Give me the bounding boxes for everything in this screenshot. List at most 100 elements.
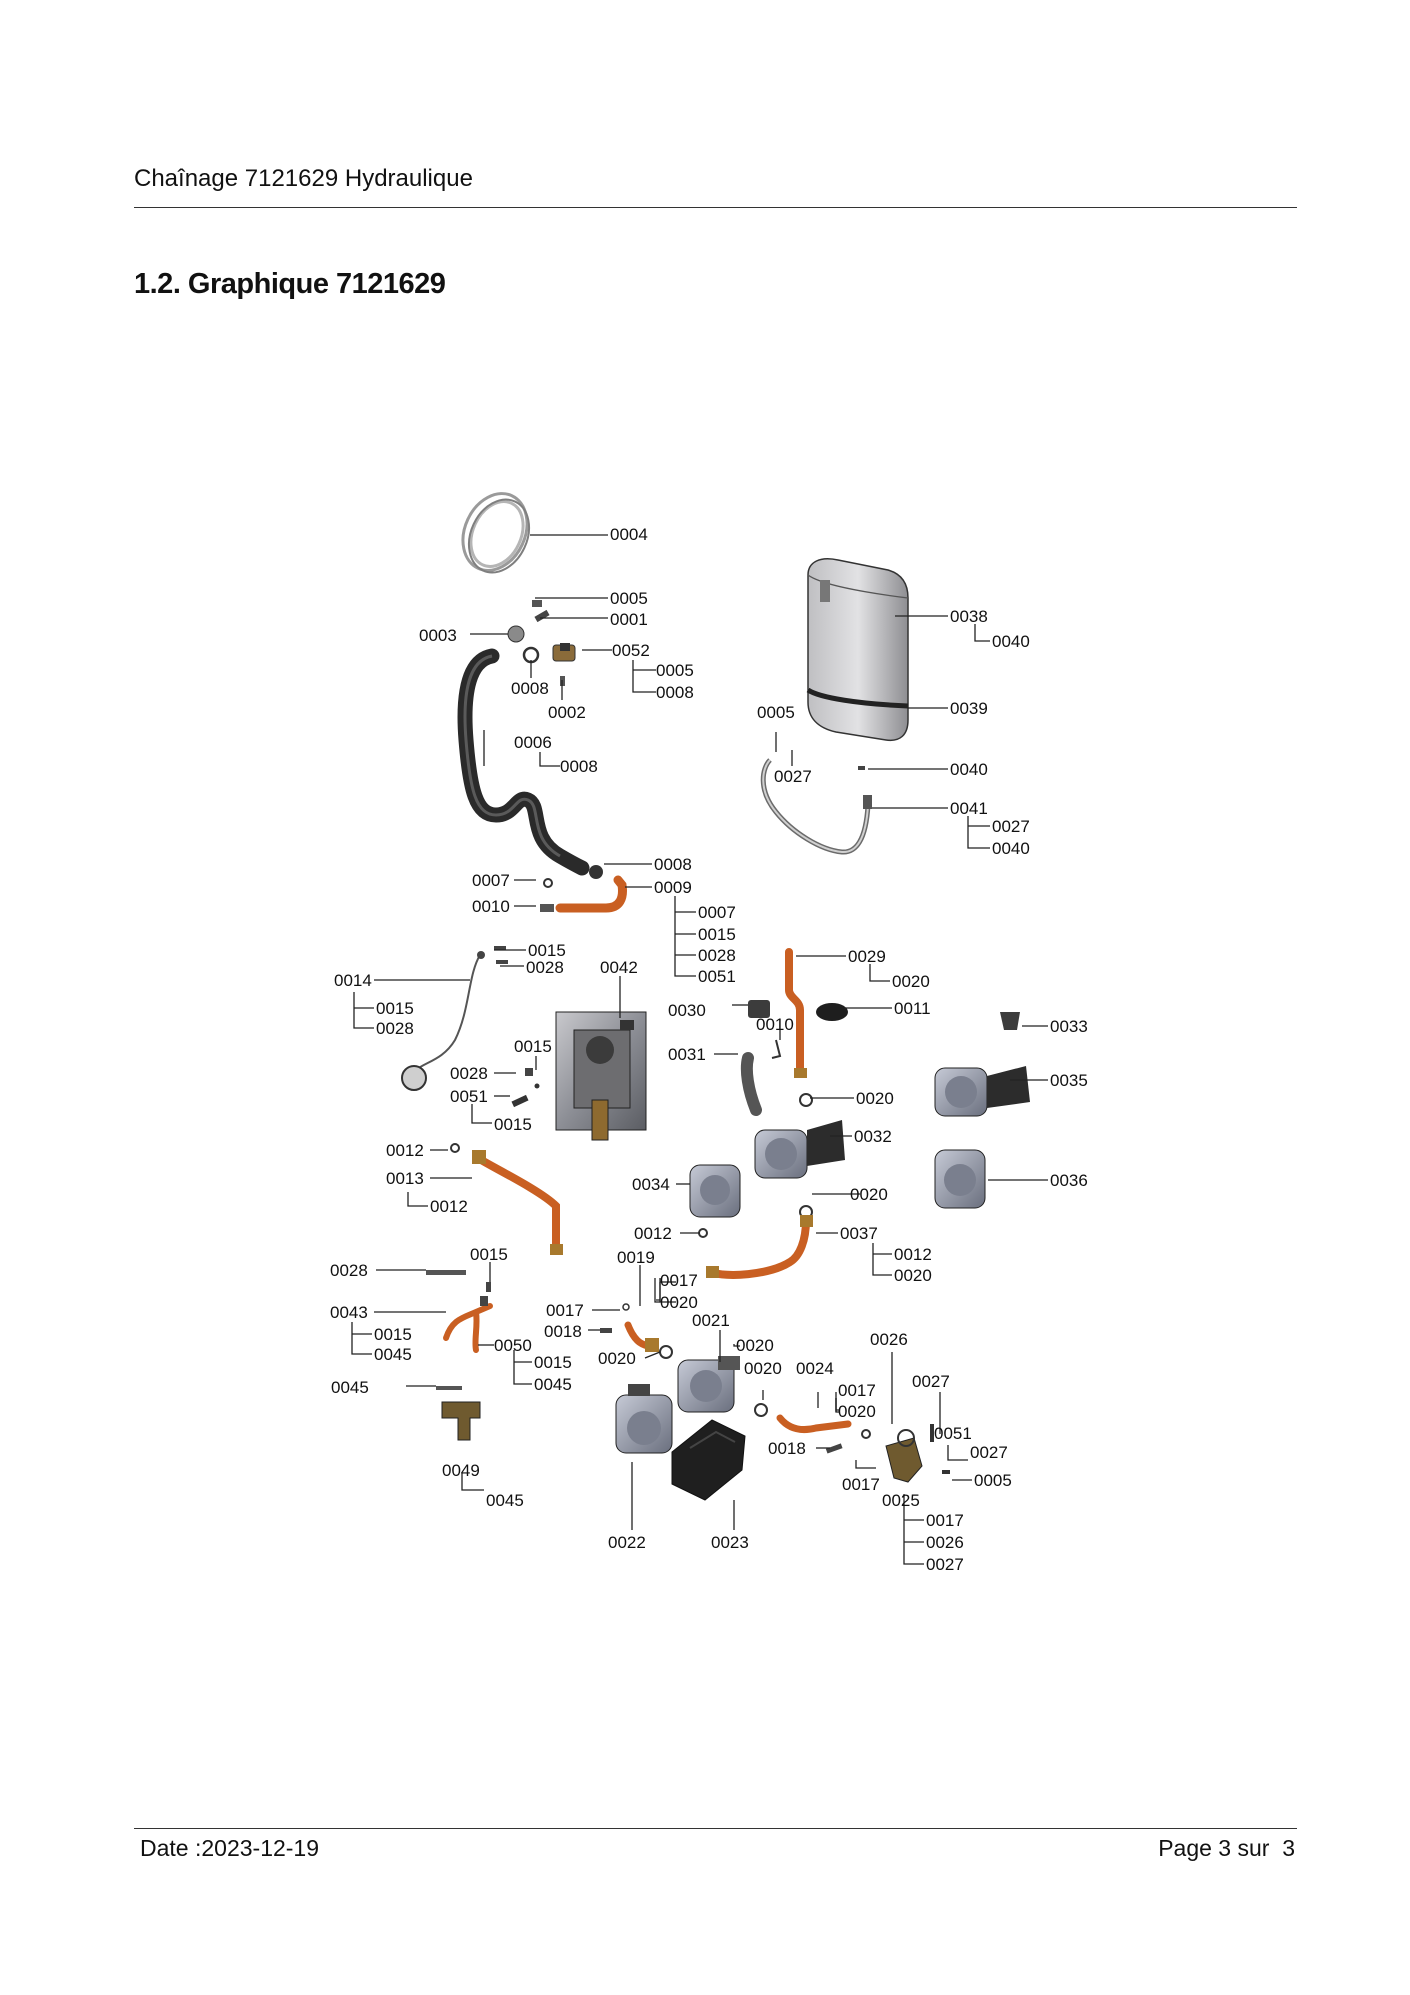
callout-label: 0035 [1050, 1071, 1088, 1090]
callout-label: 0031 [668, 1045, 706, 1064]
callout-label: 0012 [430, 1197, 468, 1216]
callout-label: 0003 [419, 626, 457, 645]
callout-labels: 0004 0005 0001 0003 0052 0005 0008 0008 … [330, 525, 1088, 1574]
callout-label: 0008 [560, 757, 598, 776]
callout-label: 0050 [494, 1336, 532, 1355]
callout-label: 0028 [450, 1064, 488, 1083]
callout-label: 0015 [376, 999, 414, 1018]
callout-label: 0020 [838, 1402, 876, 1421]
callout-label: 0028 [526, 958, 564, 977]
callout-label: 0017 [926, 1511, 964, 1530]
callout-label: 0018 [544, 1322, 582, 1341]
callout-label: 0045 [486, 1491, 524, 1510]
callout-label: 0015 [514, 1037, 552, 1056]
callout-label: 0045 [374, 1345, 412, 1364]
part-0023-insulation-shell [671, 1419, 746, 1501]
callout-label: 0008 [656, 683, 694, 702]
callout-label: 0043 [330, 1303, 368, 1322]
callout-label: 0040 [950, 760, 988, 779]
header-divider [134, 207, 1297, 208]
callout-label: 0017 [546, 1301, 584, 1320]
callout-label: 0008 [511, 679, 549, 698]
callout-label: 0037 [840, 1224, 878, 1243]
part-0030-0031-fittings [740, 1000, 848, 1116]
callout-label: 0017 [842, 1475, 880, 1494]
small-fittings-top [507, 600, 576, 686]
callout-label: 0040 [992, 839, 1030, 858]
callout-label: 0018 [768, 1439, 806, 1458]
leader-lines [351, 534, 1048, 1565]
part-0035-pump [934, 1066, 1030, 1117]
callout-label: 0042 [600, 958, 638, 977]
callout-label: 0006 [514, 733, 552, 752]
footer-page-number: Page 3 sur 3 [1158, 1835, 1295, 1861]
callout-label: 0015 [494, 1115, 532, 1134]
callout-label: 0012 [894, 1245, 932, 1264]
callout-label: 0027 [992, 817, 1030, 836]
callout-label: 0009 [654, 878, 692, 897]
part-0029-copper-pipe [785, 948, 807, 1078]
callout-label: 0033 [1050, 1017, 1088, 1036]
callout-label: 0010 [472, 897, 510, 916]
callout-label: 0013 [386, 1169, 424, 1188]
part-0034-pump-head [689, 1164, 741, 1218]
callout-label: 0049 [442, 1461, 480, 1480]
callout-label: 0028 [376, 1019, 414, 1038]
callout-label: 0012 [634, 1224, 672, 1243]
callout-label: 0028 [698, 946, 736, 965]
part-0038-expansion-tank [806, 558, 909, 742]
callout-label: 0030 [668, 1001, 706, 1020]
callout-label: 0028 [330, 1261, 368, 1280]
callout-label: 0015 [534, 1353, 572, 1372]
part-0043-copper-bypass [426, 1270, 493, 1353]
callout-label: 0027 [912, 1372, 950, 1391]
callout-label: 0027 [926, 1555, 964, 1574]
callout-label: 0027 [774, 767, 812, 786]
callout-label: 0010 [756, 1015, 794, 1034]
callout-label: 0052 [612, 641, 650, 660]
part-0022-pump-head [615, 1384, 673, 1454]
callout-label: 0022 [608, 1533, 646, 1552]
part-0025-valve [885, 1424, 950, 1483]
callout-label: 0034 [632, 1175, 670, 1194]
part-0004-coiled-tube [461, 492, 531, 574]
callout-label: 0017 [838, 1381, 876, 1400]
part-0036-pump-head [934, 1149, 986, 1209]
callout-label: 0051 [698, 967, 736, 986]
part-0042-hydraulic-block [555, 1011, 647, 1141]
callout-label: 0051 [934, 1424, 972, 1443]
callout-label: 0011 [894, 999, 931, 1018]
part-0021-pump-head [677, 1356, 740, 1413]
callout-label: 0025 [882, 1491, 920, 1510]
callout-label: 0032 [854, 1127, 892, 1146]
callout-label: 0023 [711, 1533, 749, 1552]
part-0009-copper-pipe [540, 865, 627, 913]
small-fittings-left [511, 1068, 540, 1108]
callout-label: 0007 [698, 903, 736, 922]
callout-label: 0020 [736, 1336, 774, 1355]
callout-label: 0005 [656, 661, 694, 680]
footer-divider [134, 1828, 1297, 1829]
callout-label: 0020 [892, 972, 930, 991]
callout-label: 0017 [660, 1271, 698, 1290]
section-title: 1.2. Graphique 7121629 [134, 268, 446, 300]
footer-date: Date :2023-12-19 [140, 1835, 320, 1861]
callout-label: 0045 [331, 1378, 369, 1397]
callout-label: 0040 [992, 632, 1030, 651]
callout-label: 0008 [654, 855, 692, 874]
part-0032-pump [754, 1120, 845, 1219]
callout-label: 0015 [470, 1245, 508, 1264]
callout-label: 0012 [386, 1141, 424, 1160]
callout-label: 0020 [660, 1293, 698, 1312]
part-0037-copper-pipe [698, 1215, 813, 1279]
callout-label: 0002 [548, 703, 586, 722]
part-0041-flex-hose [760, 758, 872, 855]
callout-label: 0005 [757, 703, 795, 722]
document-header-title: Chaînage 7121629 Hydraulique [134, 165, 473, 192]
callout-label: 0015 [528, 941, 566, 960]
callout-label: 0026 [870, 1330, 908, 1349]
part-0033-purge-valve [1000, 1012, 1020, 1030]
part-0049-valve [436, 1386, 481, 1441]
callout-label: 0021 [692, 1311, 730, 1330]
